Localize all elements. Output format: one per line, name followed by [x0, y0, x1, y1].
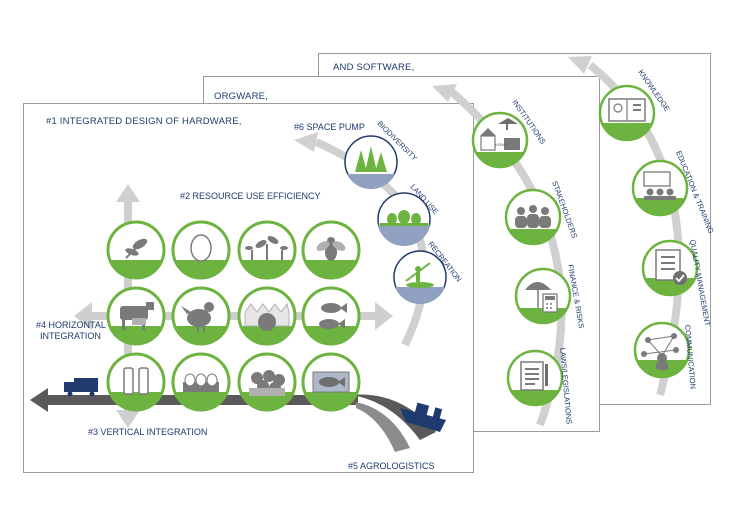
checklist-icon [655, 249, 687, 285]
communication-circle [633, 321, 691, 379]
truck-icon [64, 378, 98, 397]
grid-circle-plant-cutting [106, 220, 166, 280]
classroom-icon [643, 171, 676, 200]
finance-risks-circle [514, 267, 572, 325]
land-use-circle [377, 192, 431, 246]
book-lightbulb-icon [608, 98, 646, 122]
fly-icon [316, 237, 346, 261]
tomato-crate-icon [249, 370, 285, 396]
laws-legislations-circle [506, 349, 564, 407]
stakeholders-circle [504, 188, 562, 246]
cattle-icon [120, 302, 154, 330]
egg-tray-icon [183, 373, 219, 392]
trees-icon [355, 146, 387, 172]
recreation-circle [393, 250, 447, 304]
egg-icon [190, 234, 212, 262]
grid-circle-cattle [106, 286, 166, 346]
fish-icon [319, 303, 347, 329]
integration-grid [106, 220, 361, 412]
hardware-panel-title: #1 INTEGRATED DESIGN OF HARDWARE, [46, 116, 242, 127]
horizontal-integration-label-line2: INTEGRATION [40, 331, 101, 341]
grid-circle-tomato-crate [237, 352, 297, 412]
umbrella-calculator-icon [525, 282, 558, 313]
grid-circle-greenhouse-tomato [237, 286, 297, 346]
greenhouse-tomato-icon [244, 302, 290, 331]
plant-cutting-icon [125, 238, 148, 259]
document-pen-icon [520, 361, 548, 391]
people-group-icon [515, 205, 551, 228]
horizontal-efficiency-arrow [74, 302, 393, 330]
grid-circle-chicken [171, 286, 231, 346]
grid-circle-fish-package [301, 352, 361, 412]
institution-buildings-icon [480, 118, 520, 151]
vertical-integration-label: #3 VERTICAL INTEGRATION [88, 427, 207, 437]
agrologistics-arrow [30, 388, 436, 452]
grid-circle-fish [301, 286, 361, 346]
kayaker-icon [405, 262, 434, 288]
institution-sign-text: KENGI [495, 142, 507, 147]
network-people-icon [641, 333, 679, 370]
chicken-icon [181, 302, 214, 332]
software-panel-title: AND SOFTWARE, [333, 62, 415, 73]
fish-package-icon [312, 371, 350, 393]
milk-bottles-icon [123, 367, 149, 395]
grid-circle-egg-tray [171, 352, 231, 412]
education-training-circle [631, 159, 689, 217]
space-pump-label: #6 SPACE PUMP [294, 122, 365, 132]
resource-efficiency-label: #2 RESOURCE USE EFFICIENCY [180, 191, 321, 201]
grid-circle-milk-bottles [106, 352, 166, 412]
grid-circle-fly [301, 220, 361, 280]
cargo-ship-icon [400, 402, 446, 432]
orgware-panel-title: ORGWARE, [214, 91, 269, 102]
seedlings-icon [245, 236, 288, 260]
agrologistics-label: #5 AGROLOGISTICS [348, 461, 435, 471]
horizontal-integration-label-line1: #4 HORIZONTAL [36, 320, 106, 330]
institutions-circle: KENGI [471, 111, 529, 169]
grid-circle-egg [171, 220, 231, 280]
landscape-trees-icon [380, 210, 428, 226]
knowledge-circle [598, 84, 656, 142]
biodiversity-circle [344, 135, 398, 189]
quality-management-circle [641, 239, 699, 297]
grid-circle-seedlings [237, 220, 297, 280]
